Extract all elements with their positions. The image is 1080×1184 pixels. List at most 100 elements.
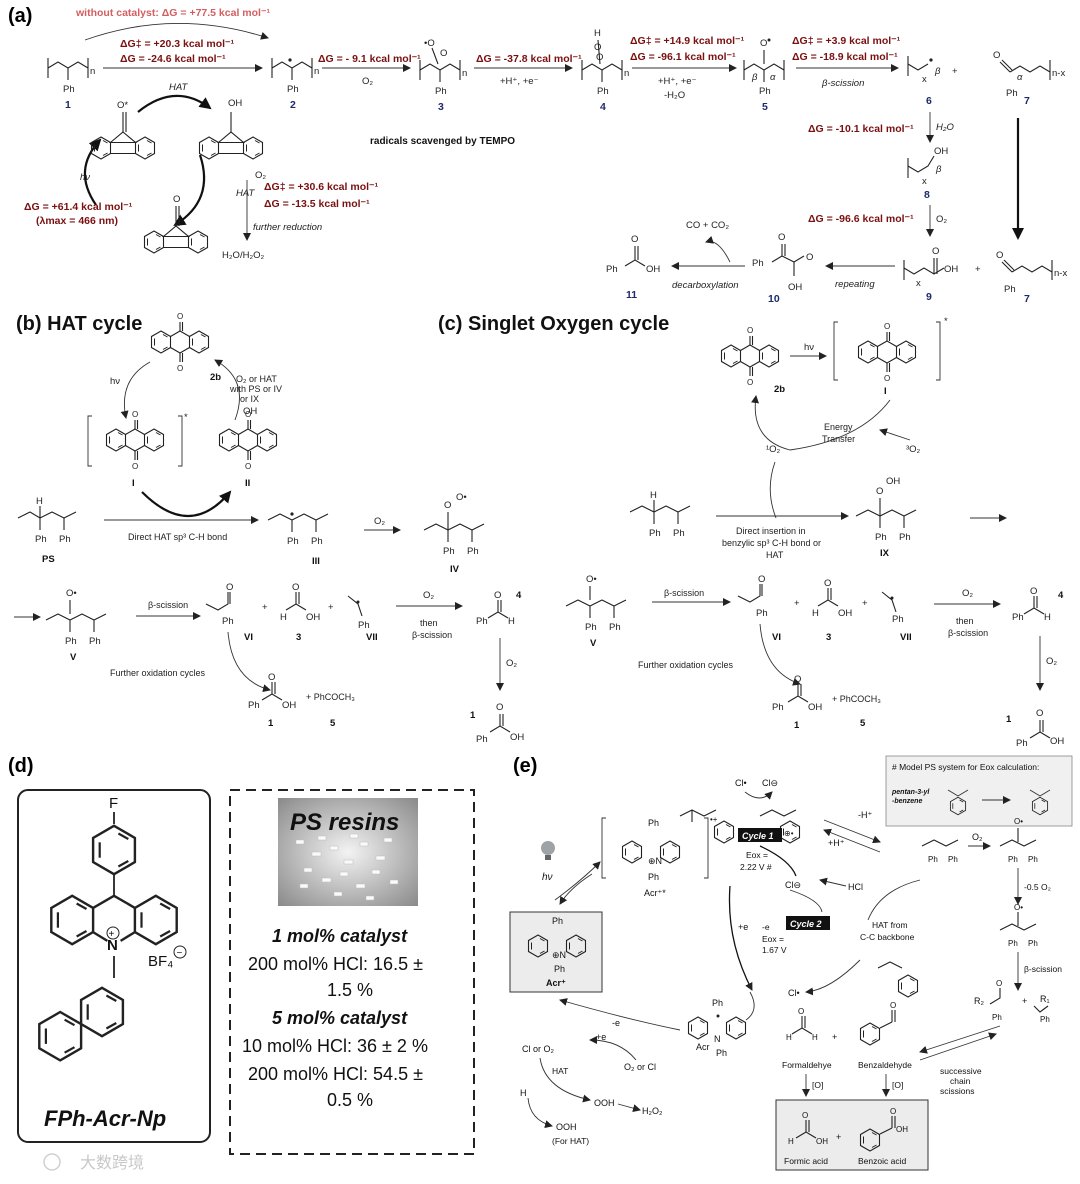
- radical-6: [907, 63, 929, 71]
- compound-4-label: 4: [600, 101, 606, 113]
- svg-text:2b: 2b: [774, 384, 785, 395]
- svg-text:HAT from: HAT from: [872, 920, 908, 930]
- compound-9-label: 9: [926, 291, 932, 303]
- svg-text:H: H: [508, 616, 515, 627]
- svg-text:β: β: [934, 66, 941, 77]
- svg-text:H: H: [1044, 612, 1051, 623]
- svg-text:-e: -e: [762, 922, 770, 932]
- svg-text:Direct HAT sp³ C-H bond: Direct HAT sp³ C-H bond: [128, 532, 227, 542]
- cycle-1-tag: [738, 828, 782, 842]
- svg-text:Ph: Ph: [712, 998, 723, 1008]
- no-catalyst-energy: without catalyst: ΔG = +77.5 kcal mol⁻¹: [75, 7, 270, 19]
- svg-text:III: III: [312, 556, 320, 567]
- svg-text:O: O: [596, 52, 603, 63]
- svg-text:+: +: [794, 598, 800, 609]
- svg-text:Ph: Ph: [222, 616, 234, 627]
- svg-text:−: −: [177, 948, 183, 959]
- svg-text:n-x: n-x: [1054, 268, 1067, 279]
- svg-text:OH: OH: [934, 146, 948, 157]
- svg-text:Further oxidation cycles: Further oxidation cycles: [638, 660, 734, 670]
- svg-text:O₂ or HAT: O₂ or HAT: [236, 374, 277, 384]
- formic-acid-label: Formic acid: [784, 1156, 828, 1166]
- compound-1-label: 1: [65, 99, 71, 111]
- svg-text:benzylic sp³ C-H bond or: benzylic sp³ C-H bond or: [722, 538, 821, 548]
- svg-text:or IX: or IX: [240, 394, 259, 404]
- one-mol-result-b: 1.5 %: [327, 980, 373, 1000]
- svg-text:O*: O*: [117, 100, 128, 111]
- svg-text:Benzaldehyde: Benzaldehyde: [858, 1060, 912, 1070]
- svg-text:O: O: [778, 232, 785, 243]
- energy-photoexcitation: ΔG = +61.4 kcal mol⁻¹: [24, 201, 133, 213]
- svg-text:V: V: [70, 652, 77, 663]
- panel-b-title: (b) HAT cycle: [16, 313, 142, 335]
- svg-text:then: then: [956, 616, 974, 626]
- svg-text:β: β: [751, 72, 758, 83]
- svg-text:VI: VI: [244, 632, 253, 643]
- svg-text:Ph: Ph: [928, 855, 938, 864]
- svg-text:Transfer: Transfer: [822, 434, 855, 444]
- svg-text:Ph: Ph: [673, 528, 685, 539]
- svg-text:F: F: [109, 795, 118, 812]
- svg-text:O: O: [226, 582, 233, 593]
- svg-text:Ph: Ph: [1008, 855, 1018, 864]
- svg-text:α: α: [1017, 72, 1023, 83]
- svg-text:+H⁺, +e⁻: +H⁺, +e⁻: [500, 76, 539, 87]
- svg-text:Cl•: Cl•: [735, 778, 747, 788]
- svg-text:O: O: [802, 1111, 808, 1120]
- svg-text:Ph: Ph: [552, 916, 563, 926]
- compound-7-label: 7: [1024, 95, 1030, 107]
- svg-text:Ph: Ph: [476, 734, 488, 745]
- svg-text:4: 4: [1058, 590, 1064, 601]
- svg-text:H₂O: H₂O: [936, 122, 954, 133]
- svg-text:O: O: [444, 500, 451, 511]
- svg-text:-e: -e: [612, 1018, 620, 1028]
- svg-text:H: H: [280, 612, 287, 623]
- svg-text:OH: OH: [816, 1137, 828, 1146]
- svg-text:O: O: [496, 702, 503, 713]
- svg-text:O: O: [1036, 708, 1043, 719]
- svg-text:H: H: [788, 1137, 794, 1146]
- fluorenone-ground: [145, 226, 208, 253]
- svg-text:Ph: Ph: [287, 84, 299, 95]
- svg-text:O₂: O₂: [362, 76, 373, 87]
- panel-c: (c) Singlet Oxygen cycle 2b hν * I Energ…: [438, 313, 1064, 749]
- fluorenol-radical: [200, 132, 263, 159]
- svg-text:HCl: HCl: [848, 882, 863, 892]
- svg-text:hν: hν: [80, 172, 90, 183]
- svg-text:HAT: HAT: [169, 82, 188, 93]
- svg-text:hν: hν: [542, 872, 553, 883]
- svg-text:+: +: [109, 929, 115, 940]
- bf4-counterion: BF₄: [148, 953, 173, 970]
- excited-anthraquinone-I: [107, 410, 164, 471]
- svg-text:+H⁺: +H⁺: [828, 838, 845, 848]
- svg-text:Ph: Ph: [1028, 855, 1038, 864]
- svg-text:Ph: Ph: [59, 534, 71, 545]
- svg-text:O: O: [890, 1107, 896, 1116]
- svg-text:chain: chain: [950, 1076, 971, 1086]
- svg-text:Ph: Ph: [992, 1013, 1002, 1022]
- svg-text:*: *: [944, 316, 948, 327]
- svg-text:Ph: Ph: [311, 536, 323, 547]
- svg-text:Ph: Ph: [443, 546, 455, 557]
- svg-text:decarboxylation: decarboxylation: [672, 280, 739, 291]
- svg-text:Ph: Ph: [1040, 1015, 1050, 1024]
- svg-text:[O]: [O]: [812, 1080, 823, 1090]
- svg-text:1: 1: [268, 718, 274, 729]
- svg-text:PS: PS: [42, 554, 55, 565]
- svg-text:OH: OH: [886, 476, 900, 487]
- svg-text:hν: hν: [804, 342, 814, 353]
- svg-text:1: 1: [1006, 714, 1012, 725]
- svg-text:+H⁺, +e⁻: +H⁺, +e⁻: [658, 76, 697, 87]
- svg-text:-0.5 O₂: -0.5 O₂: [1024, 882, 1051, 892]
- svg-text:C-C backbone: C-C backbone: [860, 932, 915, 942]
- svg-text:N: N: [107, 937, 118, 954]
- svg-text:OH: OH: [1050, 736, 1064, 747]
- ps-chain: [17, 511, 77, 519]
- panel-label-d: (d): [8, 755, 34, 777]
- compound-11-label: 11: [626, 289, 637, 301]
- co-co2-product: CO + CO₂: [686, 220, 729, 231]
- svg-text:+e: +e: [596, 1032, 606, 1042]
- svg-text:OH: OH: [838, 608, 852, 619]
- svg-text:Ph: Ph: [248, 700, 260, 711]
